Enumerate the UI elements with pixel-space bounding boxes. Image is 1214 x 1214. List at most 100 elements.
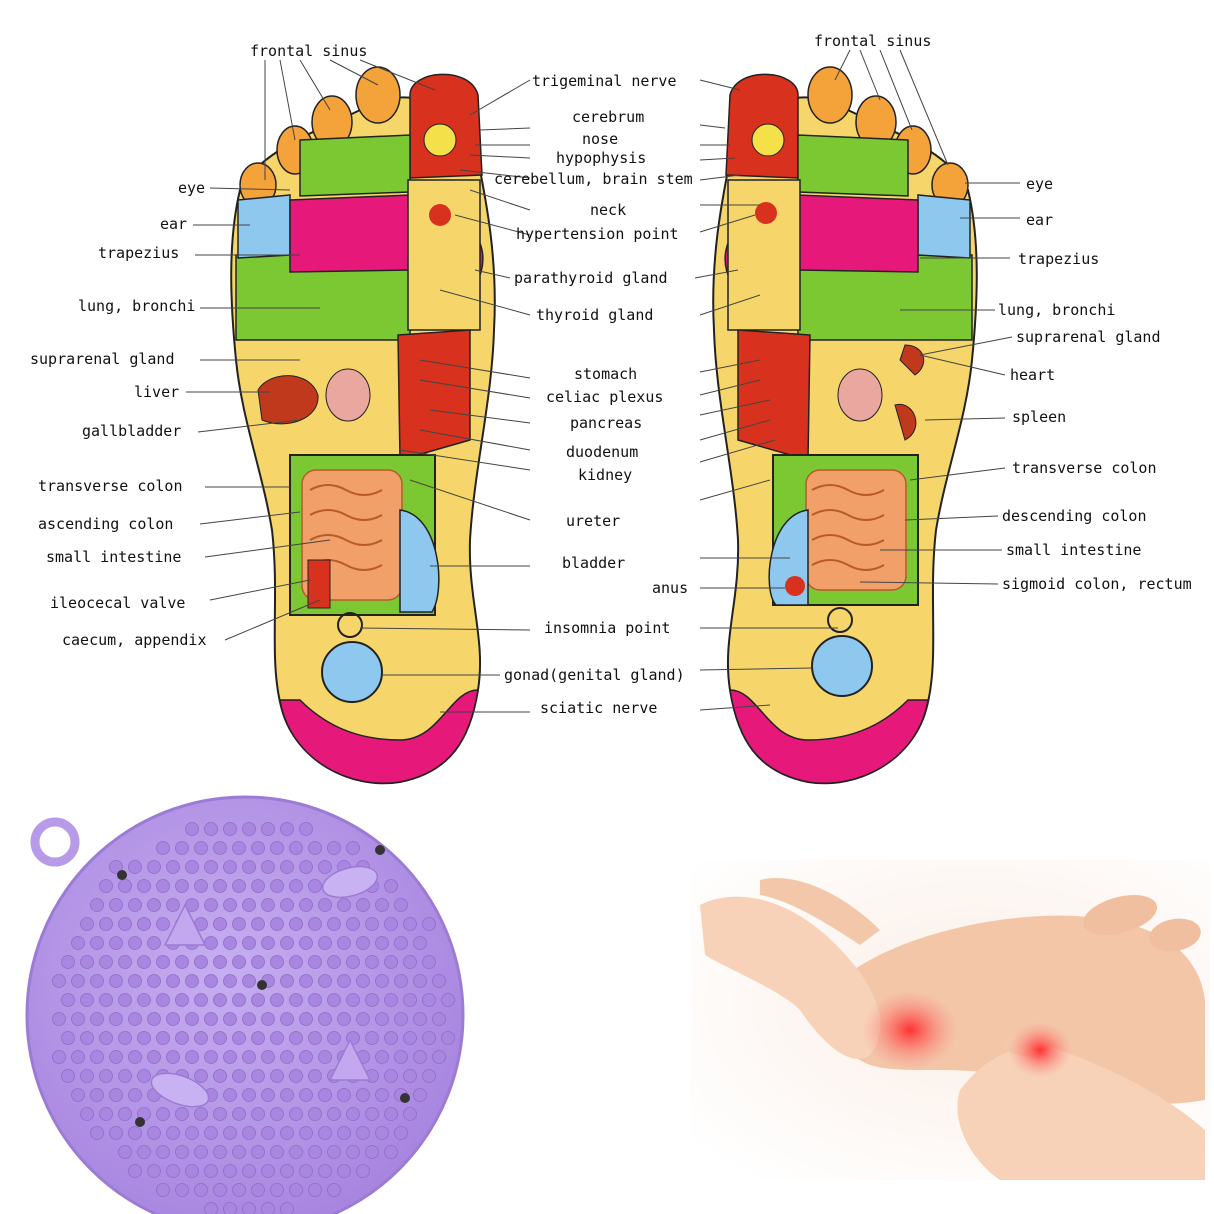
mat-nub: [99, 1031, 113, 1045]
mat-nub: [90, 974, 104, 988]
mat-nub: [232, 879, 246, 893]
mat-nub: [365, 955, 379, 969]
mat-nub: [242, 1164, 256, 1178]
leader-line: [694, 269, 739, 279]
mat-nub: [128, 974, 142, 988]
mat-nub: [289, 1145, 303, 1159]
mat-nub: [109, 936, 123, 950]
mat-nub: [137, 1031, 151, 1045]
label-cerebrum: cerebrum: [572, 108, 644, 126]
mat-nub: [242, 1088, 256, 1102]
mat-nub: [251, 879, 265, 893]
label-bladder: bladder: [562, 554, 625, 572]
mat-nub: [232, 1069, 246, 1083]
mat-nub: [99, 993, 113, 1007]
mat-nub: [232, 1145, 246, 1159]
mat-nub: [242, 1050, 256, 1064]
mat-nub: [175, 1183, 189, 1197]
mat-nub: [280, 860, 294, 874]
leader-line: [699, 214, 756, 233]
mat-nub: [204, 860, 218, 874]
mat-nub: [185, 822, 199, 836]
mat-nub: [270, 1031, 284, 1045]
label-right-heart: heart: [1010, 366, 1055, 384]
mat-nub: [71, 974, 85, 988]
mat-nub: [147, 1126, 161, 1140]
leader-line: [919, 336, 1013, 356]
mat-nub: [147, 936, 161, 950]
mat-nub: [318, 936, 332, 950]
mat-nub: [375, 1050, 389, 1064]
mat-nub: [299, 860, 313, 874]
mat-nub: [166, 1050, 180, 1064]
label-left-transverse-colon: transverse colon: [38, 477, 183, 495]
mat-nub: [308, 993, 322, 1007]
label-right-sigmoid: sigmoid colon, rectum: [1002, 575, 1192, 593]
mat-nub: [242, 898, 256, 912]
leader-line: [429, 409, 531, 424]
mat-nub: [185, 1050, 199, 1064]
mat-nub: [118, 993, 132, 1007]
mat-pumice-pad: [328, 1038, 372, 1081]
mat-nub: [270, 917, 284, 931]
mat-nub: [147, 898, 161, 912]
mat-nub: [318, 860, 332, 874]
mat-nub: [128, 936, 142, 950]
mat-nub: [346, 1107, 360, 1121]
mat-nub: [441, 993, 455, 1007]
mat-nub: [356, 1088, 370, 1102]
label-right-spleen: spleen: [1012, 408, 1066, 426]
mat-nub: [242, 1126, 256, 1140]
leader-line: [209, 579, 311, 601]
left-foot-labels: frontal sinus eye ear trapezius lung, br…: [30, 42, 367, 649]
mat-nub: [384, 879, 398, 893]
mat-nub: [251, 1069, 265, 1083]
mat-nub: [137, 955, 151, 969]
mat-nub: [109, 898, 123, 912]
mat-hang-loop: [30, 817, 80, 867]
leader-line: [699, 359, 761, 373]
mat-nub: [156, 1031, 170, 1045]
mat-nub: [90, 1088, 104, 1102]
leader-line: [359, 627, 531, 631]
mat-nub: [384, 1031, 398, 1045]
mat-nub: [80, 955, 94, 969]
label-ureter: ureter: [566, 512, 620, 530]
leader-line: [359, 59, 436, 91]
label-parathyroid: parathyroid gland: [514, 269, 668, 287]
label-left-ileocecal: ileocecal valve: [50, 594, 185, 612]
mat-nub: [318, 1126, 332, 1140]
mat-nub: [185, 1126, 199, 1140]
right-foot-labels: frontal sinus eye ear trapezius lung, br…: [814, 32, 1192, 593]
mat-nub: [261, 936, 275, 950]
label-left-eye: eye: [178, 179, 205, 197]
mat-nub: [384, 1145, 398, 1159]
mat-nub: [261, 1088, 275, 1102]
mat-nub: [327, 1145, 341, 1159]
mat-magnet: [135, 1117, 145, 1127]
mat-nub: [318, 974, 332, 988]
mat-nub: [204, 1202, 218, 1214]
mat-nub: [289, 1031, 303, 1045]
mat-nub: [242, 974, 256, 988]
mat-nub: [109, 1050, 123, 1064]
label-gonad: gonad(genital gland): [504, 666, 685, 684]
mat-nub: [327, 955, 341, 969]
mat-nub: [156, 993, 170, 1007]
mat-nubs: [52, 822, 455, 1214]
mat-nub: [71, 936, 85, 950]
mat-nub: [337, 1088, 351, 1102]
mat-nub: [318, 898, 332, 912]
mat-nub: [118, 1145, 132, 1159]
mat-nub: [99, 917, 113, 931]
mat-nub: [403, 1069, 417, 1083]
mat-nub: [175, 993, 189, 1007]
leader-line: [699, 479, 771, 501]
label-cerebellum: cerebellum, brain stem: [494, 170, 693, 188]
mat-nub: [251, 993, 265, 1007]
mat-nub: [194, 1183, 208, 1197]
label-right-eye: eye: [1026, 175, 1053, 193]
mat-nub: [346, 993, 360, 1007]
mat-nub: [118, 879, 132, 893]
mat-nub: [213, 1069, 227, 1083]
